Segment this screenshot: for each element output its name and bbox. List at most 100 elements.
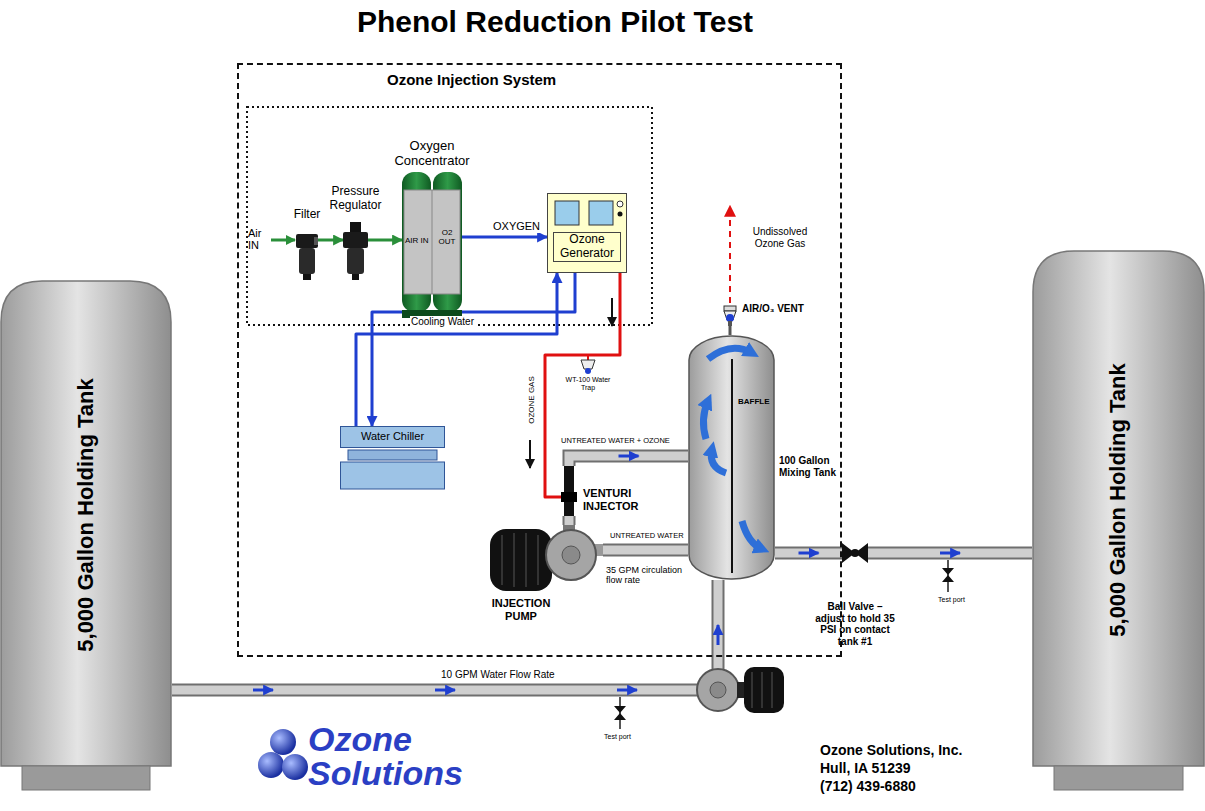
node-text: Water Chiller <box>340 430 445 443</box>
node-text: 5,000 Gallon Holding Tank <box>73 378 98 651</box>
node-text: VENTURI INJECTOR <box>583 487 647 512</box>
node-box: 5,000 Gallon Holding Tank <box>1032 250 1205 792</box>
flow-arrow <box>619 455 639 458</box>
vent-valve <box>724 306 736 326</box>
node-box: Ozone Generator <box>547 193 627 273</box>
node-text: AIR/O₃ VENT <box>742 303 804 315</box>
pipe-connector <box>868 553 1032 554</box>
node-text: Oxygen Concentrator <box>377 139 487 169</box>
connector-line <box>729 326 732 335</box>
node-box: INJECTION PUMP <box>488 525 603 595</box>
flow-arrow <box>529 440 531 468</box>
connector-label: UNTREATED WATER <box>609 532 685 541</box>
connector-line <box>545 273 620 497</box>
line-connector <box>545 273 620 497</box>
node-shape <box>561 466 577 516</box>
node-shape <box>722 306 738 326</box>
pipe-bore <box>775 549 842 558</box>
node-box: Oxygen ConcentratorAIR INO2 OUT <box>402 172 462 318</box>
node-box: AIR/O₃ VENT <box>722 306 738 326</box>
pipe-bore <box>603 546 688 555</box>
test-port <box>614 697 626 729</box>
pipe-wall <box>172 580 718 690</box>
pipe-wall <box>775 547 842 560</box>
node-text: O2 OUT <box>436 228 458 246</box>
node-text: Ozone Generator <box>553 232 621 262</box>
tank-body <box>1 281 171 790</box>
pipe-bore <box>569 456 688 466</box>
air-inlet-arrow <box>271 239 295 242</box>
line-connector <box>462 237 547 238</box>
connector-label: OZONE GAS <box>527 375 536 425</box>
connector-line <box>462 236 547 239</box>
node-text: INJECTION PUMP <box>488 597 554 622</box>
generator-panel <box>555 201 623 225</box>
pipe-wall <box>603 544 688 557</box>
flow-arrow <box>253 689 273 692</box>
node-box: Water Chiller <box>340 426 445 490</box>
label-text: Air IN <box>248 227 270 251</box>
node-shape <box>488 525 603 595</box>
logo-text: Ozone Solutions <box>308 722 488 790</box>
connector-label: UNTREATED WATER + OZONE <box>560 437 671 446</box>
node-box: Pressure Regulator <box>343 222 368 280</box>
vent-gas-arrow <box>729 206 731 303</box>
transfer-pump <box>697 667 784 713</box>
label-text: Test port <box>604 733 631 741</box>
line-connector <box>318 240 343 241</box>
inner-dotted-border <box>247 107 652 325</box>
node-text: BAFFLE <box>738 397 770 406</box>
node-box: Filter <box>296 226 318 280</box>
node-shape <box>343 222 368 280</box>
label-text: Hull, IA 51239 <box>820 760 911 776</box>
node-text: Ball Valve – adjust to hold 35 PSI on co… <box>814 601 896 647</box>
label-text: Test port <box>938 596 965 604</box>
regulator-body <box>343 222 368 280</box>
tank-body <box>1033 251 1204 790</box>
node-shape <box>580 360 596 374</box>
label-text: 35 GPM circulation flow rate <box>606 565 690 586</box>
node-box: Ozone Injection SystemFilterPressure Reg… <box>237 63 842 657</box>
pipe-bore <box>565 516 574 525</box>
label-text: (712) 439-6880 <box>820 778 916 794</box>
pipe-connector <box>603 550 688 551</box>
node-text: 5,000 Gallon Holding Tank <box>1105 363 1130 636</box>
pipe-wall <box>563 516 576 525</box>
node-shape <box>688 335 775 580</box>
flow-arrow <box>611 298 613 326</box>
pump-body <box>490 525 603 591</box>
node-text: WT-100 Water Trap <box>563 376 613 392</box>
label-text: Undissolved Ozone Gas <box>744 226 816 249</box>
node-text: Ozone Injection System <box>387 71 556 88</box>
line-connector <box>730 326 731 335</box>
chiller-body <box>341 427 445 490</box>
node-shape <box>296 226 318 280</box>
connector-label: OXYGEN <box>492 220 541 233</box>
connector-line <box>368 239 402 242</box>
flow-arrow <box>940 552 960 555</box>
logo-spheres <box>258 729 308 780</box>
label-text: Ozone Solutions, Inc. <box>820 742 962 758</box>
node-text: 100 Gallon Mixing Tank <box>779 455 841 479</box>
pipe-connector <box>172 580 718 690</box>
node-box: 100 Gallon Mixing TankBAFFLE <box>688 335 775 580</box>
diagram-title: Phenol Reduction Pilot Test <box>300 5 810 40</box>
venturi-body <box>561 466 577 516</box>
ball-valve <box>842 543 868 563</box>
node-box: 5,000 Gallon Holding Tank <box>0 280 172 792</box>
connector-label: Cooling Water <box>410 316 475 328</box>
test-port <box>942 560 954 592</box>
mixing-tank-body <box>689 336 774 579</box>
pipe-wall <box>868 547 1032 560</box>
node-text: Filter <box>287 208 327 222</box>
pipe-connector <box>569 516 570 525</box>
pipe-bore <box>868 549 1032 558</box>
connector-line <box>318 239 343 242</box>
flow-arrow <box>717 625 720 645</box>
pipe-wall <box>569 456 688 466</box>
flow-arrow <box>799 552 819 555</box>
node-text: Pressure Regulator <box>318 185 393 213</box>
node-text: AIR IN <box>405 236 432 245</box>
